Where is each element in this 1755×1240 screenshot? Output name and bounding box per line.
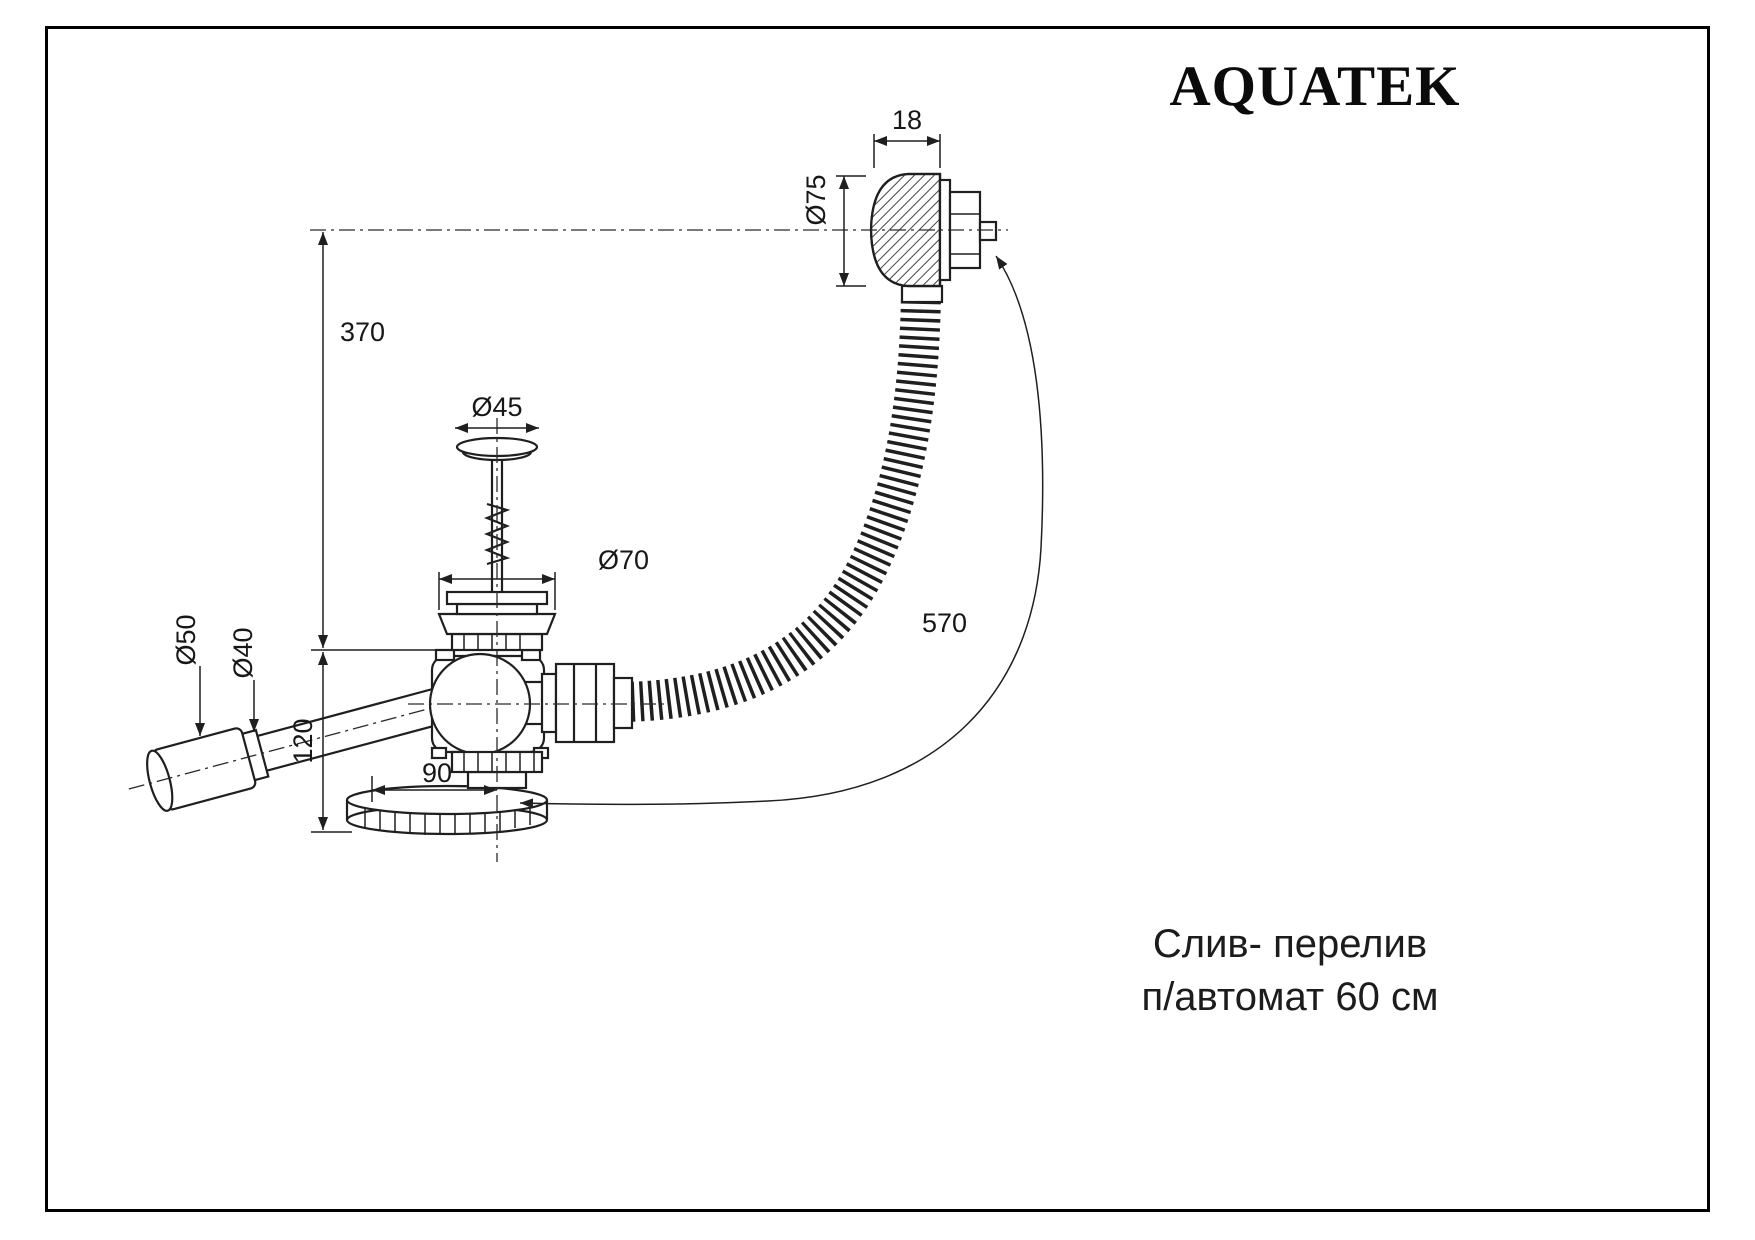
caption-line-2: п/автомат 60 см bbox=[1141, 974, 1439, 1019]
border-frame bbox=[45, 26, 1710, 1212]
product-caption: Слив- перелив п/автомат 60 см bbox=[1060, 918, 1520, 1024]
dim-label-370: 370 bbox=[340, 317, 385, 347]
dim-label-40: Ø40 bbox=[228, 627, 258, 678]
dim-label-70: Ø70 bbox=[598, 545, 649, 575]
overflow-head bbox=[869, 172, 998, 304]
flexible-hose bbox=[621, 291, 941, 722]
drain-assembly bbox=[345, 436, 634, 836]
brand-logo: AQUATEK bbox=[1169, 55, 1461, 118]
outlet-pipe bbox=[128, 686, 465, 812]
dim-label-45: Ø45 bbox=[471, 392, 522, 422]
dimension-lines: 18 Ø75 370 120 90 Ø45 Ø70 bbox=[171, 105, 1044, 833]
flange-ribs bbox=[364, 806, 531, 835]
dim-label-570: 570 bbox=[922, 608, 967, 638]
dim-label-90: 90 bbox=[422, 758, 452, 788]
dim-label-50: Ø50 bbox=[171, 614, 201, 665]
dim-label-18: 18 bbox=[892, 105, 922, 135]
dim-label-75: Ø75 bbox=[801, 174, 831, 225]
dim-label-120: 120 bbox=[288, 718, 318, 763]
caption-line-1: Слив- перелив bbox=[1152, 922, 1428, 966]
